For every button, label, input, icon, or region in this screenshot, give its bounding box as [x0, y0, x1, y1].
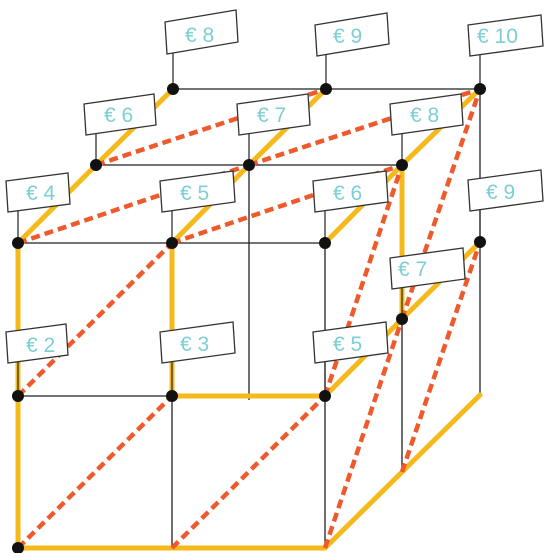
node — [12, 542, 24, 554]
price-label: € 5 — [333, 333, 362, 356]
price-label: € 9 — [486, 181, 515, 204]
price-label: € 6 — [333, 182, 362, 205]
price-flag: € 5 — [159, 170, 236, 243]
node — [396, 313, 408, 325]
price-flag: € 10 — [467, 14, 544, 89]
node — [166, 237, 178, 249]
price-flag: € 2 — [5, 323, 69, 396]
price-label: € 9 — [333, 25, 362, 48]
price-flag: € 8 — [389, 93, 464, 165]
price-label: € 7 — [398, 258, 427, 281]
price-label: € 3 — [180, 333, 209, 356]
node — [243, 159, 255, 171]
node — [319, 237, 331, 249]
price-label: € 8 — [410, 104, 439, 127]
node — [166, 390, 178, 402]
price-label: € 5 — [180, 182, 209, 205]
price-label: € 8 — [185, 24, 214, 47]
price-label: € 2 — [26, 334, 55, 357]
price-flag: € 9 — [314, 12, 390, 89]
node — [90, 159, 102, 171]
price-label: € 7 — [257, 104, 286, 127]
price-flag: € 6 — [312, 170, 389, 243]
node — [474, 83, 486, 95]
node — [320, 83, 332, 95]
price-label: € 4 — [26, 182, 56, 205]
price-label: € 6 — [104, 104, 133, 127]
price-flags: € 2 € 3 € 5 € 4 € 5 € 6 — [5, 9, 544, 396]
price-flag: € 9 — [467, 169, 544, 242]
node — [396, 159, 408, 171]
price-flag: € 5 — [312, 321, 389, 396]
node — [167, 83, 179, 95]
price-flag: € 6 — [83, 93, 157, 165]
node — [319, 390, 331, 402]
nodes — [12, 83, 486, 554]
node — [474, 236, 486, 248]
node — [12, 237, 24, 249]
price-flag: € 7 — [389, 247, 466, 319]
price-flag: € 4 — [5, 172, 71, 243]
price-flag: € 8 — [164, 9, 239, 89]
price-flag: € 3 — [159, 321, 236, 396]
price-flag: € 7 — [236, 93, 311, 165]
price-label: € 10 — [477, 25, 518, 48]
node — [12, 390, 24, 402]
